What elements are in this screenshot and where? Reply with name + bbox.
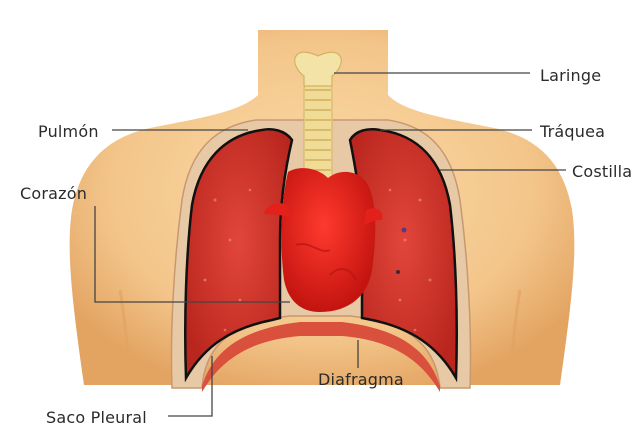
heart <box>281 168 375 312</box>
label-costilla: Costilla <box>572 162 632 181</box>
label-pulmon: Pulmón <box>38 122 99 141</box>
label-corazon: Corazón <box>20 184 87 203</box>
label-laringe: Laringe <box>540 66 601 85</box>
label-diafragma: Diafragma <box>318 370 404 389</box>
label-traquea: Tráquea <box>540 122 605 141</box>
label-saco-pleural: Saco Pleural <box>46 408 147 427</box>
